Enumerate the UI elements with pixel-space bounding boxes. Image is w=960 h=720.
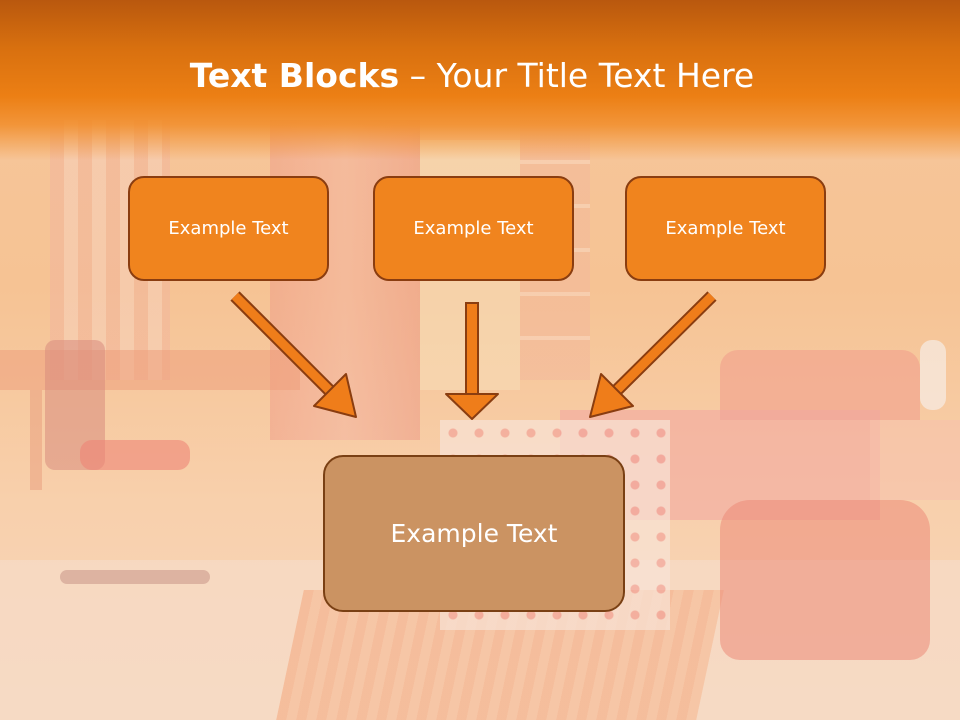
text-block-2-label: Example Text: [413, 218, 534, 239]
text-block-1[interactable]: Example Text: [128, 176, 329, 281]
text-block-2[interactable]: Example Text: [373, 176, 574, 281]
text-block-1-label: Example Text: [168, 218, 289, 239]
header-band: [0, 0, 960, 160]
text-block-3-label: Example Text: [665, 218, 786, 239]
slide-title: Text Blocks – Your Title Text Here: [0, 52, 944, 100]
title-separator: –: [399, 56, 437, 95]
text-block-main[interactable]: Example Text: [323, 455, 625, 612]
text-block-main-label: Example Text: [390, 519, 558, 548]
title-bold-part: Text Blocks: [189, 56, 400, 95]
text-block-3[interactable]: Example Text: [625, 176, 826, 281]
title-rest-part: Your Title Text Here: [436, 56, 755, 95]
